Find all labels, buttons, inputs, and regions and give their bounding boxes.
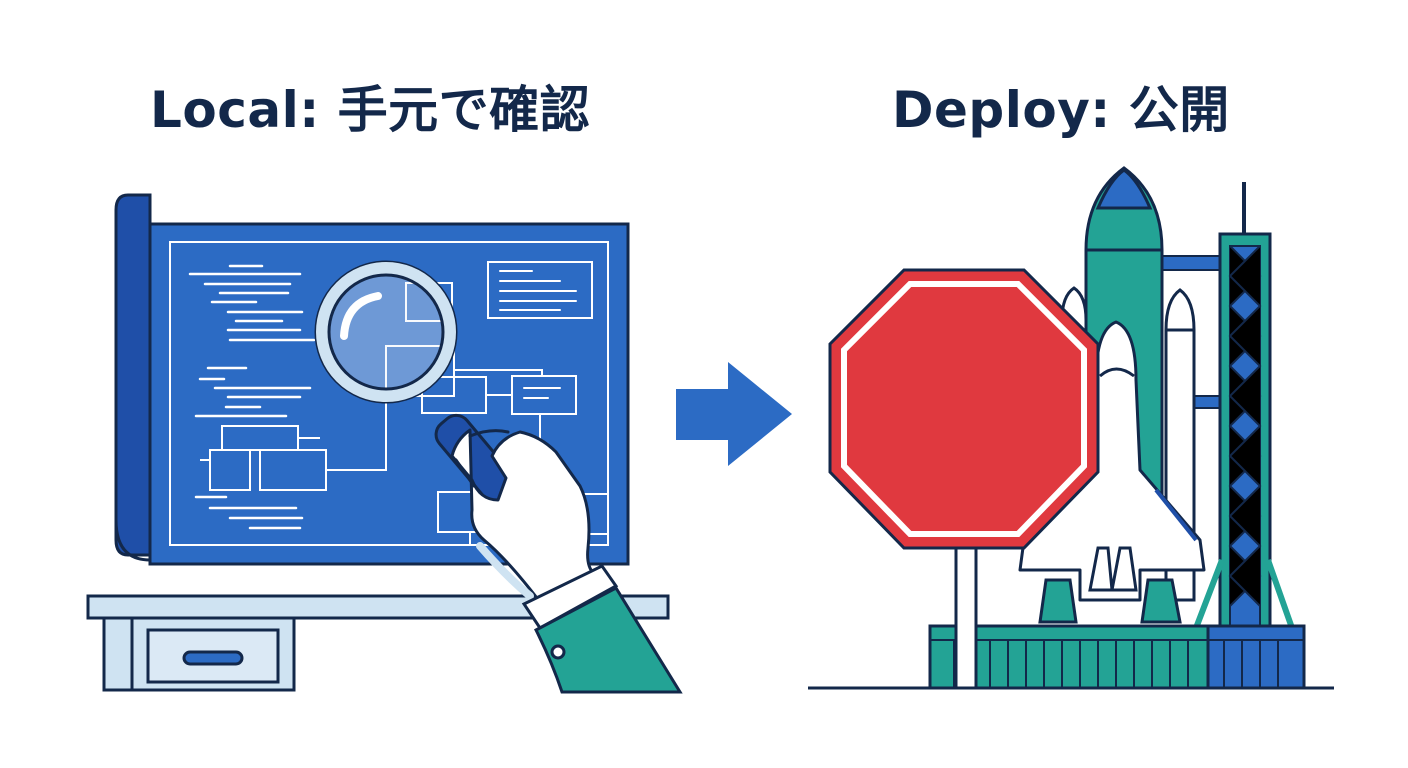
desk-icon xyxy=(86,594,670,692)
arrow-right-icon xyxy=(676,362,792,466)
hand-icon xyxy=(450,428,683,694)
deploy-title: Deploy: 公開 xyxy=(892,81,1230,139)
launch-platform xyxy=(928,624,1306,690)
launch-tower-icon xyxy=(1159,182,1295,632)
space-shuttle-icon xyxy=(1018,320,1206,624)
local-title: Local: 手元で確認 xyxy=(150,81,591,139)
